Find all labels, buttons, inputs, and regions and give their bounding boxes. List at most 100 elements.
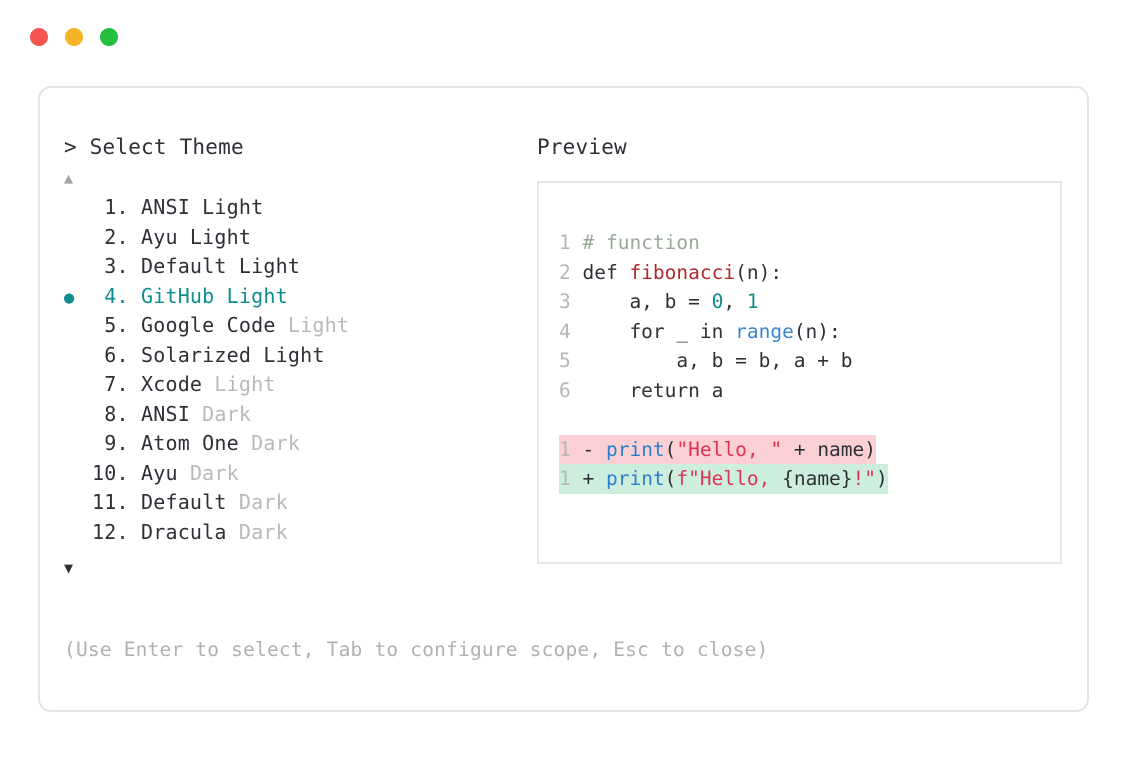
code-line: 5 a, b = b, a + b	[559, 346, 888, 376]
theme-item-number: 3.	[92, 254, 141, 278]
theme-item-name: Ayu	[140, 460, 178, 485]
diff-line-add: 1 + print(f"Hello, {name}!")	[559, 464, 888, 494]
code-token: "Hello, "	[676, 437, 783, 461]
theme-list-item[interactable]: 5. Google Code Light	[64, 311, 534, 341]
theme-item-name: Default Light	[140, 254, 301, 278]
code-token: 0	[711, 290, 724, 313]
theme-item-name: Atom One	[140, 431, 239, 455]
theme-item-variant: Light	[275, 313, 350, 337]
theme-list-item[interactable]: 1. ANSI Light	[64, 193, 534, 223]
diff-sign: -	[582, 437, 606, 461]
diff-highlight: 1 + print(f"Hello, {name}!")	[559, 464, 888, 494]
close-button[interactable]	[30, 28, 48, 46]
code-token: range	[735, 319, 794, 343]
theme-item-number: 12.	[92, 519, 141, 544]
code-line: 4 for _ in range(n):	[559, 317, 888, 347]
code-token: 1	[746, 290, 759, 313]
theme-select-pane: > Select Theme ▲ 1. ANSI Light 2. Ayu Li…	[64, 134, 534, 577]
line-number: 5	[559, 349, 583, 372]
theme-picker-card: > Select Theme ▲ 1. ANSI Light 2. Ayu Li…	[38, 86, 1089, 712]
theme-list-item[interactable]: 11. Default Dark	[64, 488, 534, 518]
code-token: for _ in	[582, 319, 736, 343]
code-token: (n):	[793, 319, 841, 343]
theme-list: 1. ANSI Light 2. Ayu Light 3. Default Li…	[64, 193, 534, 547]
theme-item-name: GitHub Light	[140, 283, 288, 308]
theme-item-name: Default	[140, 490, 227, 514]
line-number: 1	[559, 467, 583, 490]
minimize-button[interactable]	[65, 28, 83, 46]
scroll-down-icon[interactable]: ▼	[64, 559, 74, 577]
theme-item-variant: Dark	[238, 431, 301, 455]
code-line: 6 return a	[559, 376, 888, 406]
preview-title: Preview	[537, 135, 627, 159]
theme-item-name: Dracula	[140, 519, 227, 544]
theme-item-name: Xcode	[140, 372, 203, 396]
theme-item-number: 6.	[92, 342, 141, 367]
line-number: 4	[559, 319, 583, 343]
line-number: 6	[559, 378, 583, 402]
code-line: 1 # function	[559, 228, 888, 258]
theme-item-number: 5.	[92, 313, 141, 337]
card-body: > Select Theme ▲ 1. ANSI Light 2. Ayu Li…	[40, 88, 1087, 710]
theme-item-number: 7.	[92, 372, 141, 396]
code-token: fibonacci	[629, 260, 736, 284]
line-number: 1	[559, 231, 583, 254]
code-token: (	[664, 437, 677, 461]
theme-list-item[interactable]: 10. Ayu Dark	[64, 459, 534, 489]
scroll-up-icon[interactable]: ▲	[64, 169, 74, 187]
theme-list-item[interactable]: 8. ANSI Dark	[64, 400, 534, 430]
line-number: 2	[559, 260, 583, 284]
theme-list-item[interactable]: 3. Default Light	[64, 252, 534, 282]
theme-list-item[interactable]: 6. Solarized Light	[64, 341, 534, 371]
keyboard-hint: (Use Enter to select, Tab to configure s…	[64, 638, 769, 661]
theme-list-item[interactable]: 9. Atom One Dark	[64, 429, 534, 459]
code-token: )	[876, 467, 888, 490]
theme-item-name: ANSI	[140, 401, 190, 426]
code-token: a, b =	[582, 290, 712, 313]
code-token: (	[664, 467, 677, 490]
maximize-button[interactable]	[100, 28, 118, 46]
code-token: (n):	[735, 260, 783, 284]
code-token: # function	[582, 231, 700, 254]
theme-item-number: 4.	[92, 283, 141, 308]
theme-list-item[interactable]: ● 4. GitHub Light	[64, 282, 534, 312]
code-token: f"Hello,	[676, 467, 783, 490]
code-line: 3 a, b = 0, 1	[559, 287, 888, 317]
line-number: 1	[559, 437, 583, 461]
theme-item-variant: Light	[202, 372, 276, 396]
line-number: 3	[559, 290, 583, 313]
diff-highlight: 1 - print("Hello, " + name)	[559, 434, 877, 464]
theme-item-name: ANSI Light	[140, 195, 264, 219]
code-token: !"	[852, 467, 877, 490]
theme-item-variant: Dark	[177, 460, 239, 485]
theme-item-number: 1.	[92, 195, 141, 219]
code-token: def	[582, 260, 630, 284]
page-title: > Select Theme	[64, 135, 244, 159]
theme-list-item[interactable]: 12. Dracula Dark	[64, 518, 534, 548]
theme-list-item[interactable]: 7. Xcode Light	[64, 370, 534, 400]
code-spacer	[559, 405, 888, 435]
code-line: 2 def fibonacci(n):	[559, 258, 888, 288]
theme-item-variant: Dark	[189, 401, 252, 426]
code-token: ,	[723, 290, 747, 313]
theme-item-number: 11.	[92, 490, 141, 514]
theme-list-item[interactable]: 2. Ayu Light	[64, 223, 534, 253]
code-token: a, b = b, a + b	[582, 349, 853, 372]
theme-item-number: 2.	[92, 224, 141, 249]
code-token: {name}	[782, 467, 853, 490]
theme-item-name: Ayu Light	[140, 224, 252, 249]
code-token: + name)	[782, 437, 877, 461]
code-token: return a	[582, 378, 724, 402]
theme-item-number: 9.	[92, 431, 141, 455]
code-token: print	[605, 467, 665, 490]
diff-line-del: 1 - print("Hello, " + name)	[559, 434, 888, 464]
diff-sign: +	[582, 467, 606, 490]
code-token: print	[605, 437, 665, 461]
theme-item-number: 10.	[92, 460, 141, 485]
theme-item-number: 8.	[92, 401, 141, 426]
window-controls	[30, 28, 118, 46]
theme-item-name: Solarized Light	[140, 342, 325, 367]
